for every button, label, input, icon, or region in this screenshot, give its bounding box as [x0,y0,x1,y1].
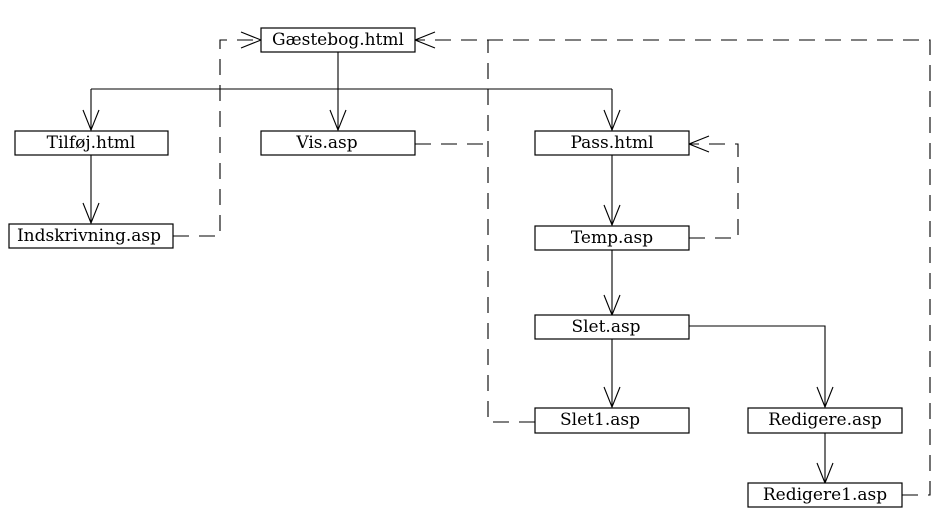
node-gaestebog-box [260,27,416,53]
node-temp[interactable]: Temp.asp [534,225,690,251]
arrowhead-pass [603,109,621,132]
node-pass-box [534,130,690,156]
node-tilfoj-box [14,130,169,156]
arrowhead-slet1 [603,386,621,409]
node-indskrivning-label: Indskrivning.asp [17,226,161,246]
arrowhead-redigere [816,386,834,409]
solid-edges [82,52,834,485]
node-redigere1-label: Redigere1.asp [763,485,887,505]
node-redigere-box [747,407,903,434]
arrowhead-indskrivning [82,202,100,225]
edge-slet-redigere [689,325,826,407]
node-slet[interactable]: Slet.asp [534,314,690,340]
edge-temp-pass [689,143,739,239]
node-indskrivning[interactable]: Indskrivning.asp [8,223,174,249]
edge-indskrivning-gaestebog [173,39,261,237]
node-tilfoj[interactable]: Tilføj.html [14,130,169,156]
node-vis-box [260,130,416,156]
node-gaestebog[interactable]: Gæstebog.html [260,27,416,53]
node-slet1-label: Slet1.asp [560,410,640,430]
node-redigere1-box [747,482,903,508]
node-slet1[interactable]: Slet1.asp [534,407,690,434]
node-redigere-label: Redigere.asp [768,410,882,430]
node-slet1-box [534,407,690,434]
node-slet-box [534,314,690,340]
node-redigere[interactable]: Redigere.asp [747,407,903,434]
arrowhead-vis [329,109,347,132]
node-pass[interactable]: Pass.html [534,130,690,156]
node-tilfoj-label: Tilføj.html [47,133,136,153]
node-temp-label: Temp.asp [571,228,653,248]
edge-redigere1-gaestebog [415,39,931,496]
node-pass-label: Pass.html [571,133,654,153]
node-redigere1[interactable]: Redigere1.asp [747,482,903,508]
node-slet-label: Slet.asp [571,317,640,337]
node-temp-box [534,225,690,251]
node-vis[interactable]: Vis.asp [260,130,416,156]
node-vis-label: Vis.asp [295,133,357,153]
edge-slet1-gaestebog [487,40,535,423]
node-gaestebog-label: Gæstebog.html [272,30,404,50]
arrowhead-temp [603,204,621,227]
arrowhead-tilfoj [82,109,100,132]
node-indskrivning-box [8,223,174,249]
